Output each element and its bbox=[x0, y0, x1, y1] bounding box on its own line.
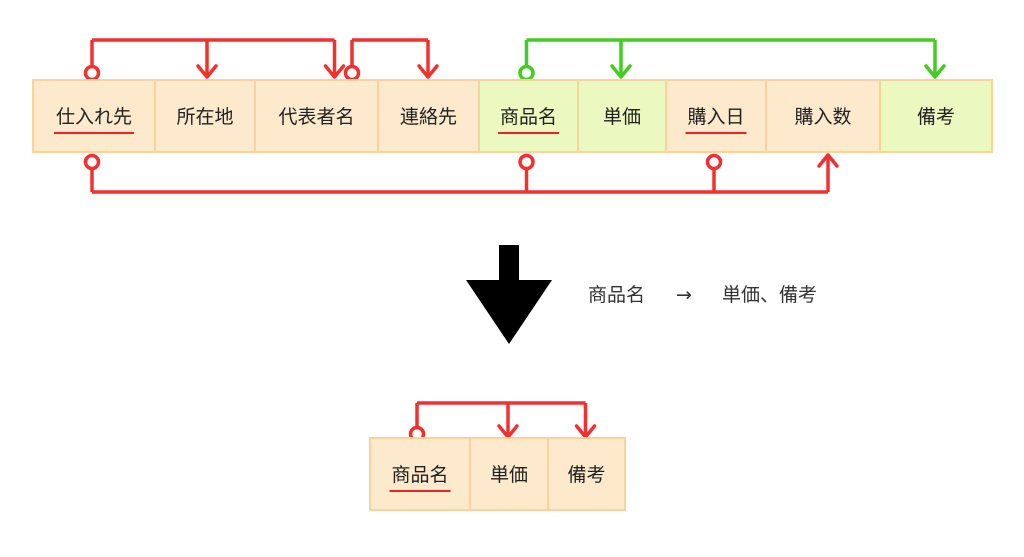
source-table-cell-label: 代表者名 bbox=[278, 106, 354, 128]
determinant-circle-icon bbox=[343, 64, 361, 82]
source-table-cell-label: 購入日 bbox=[687, 106, 744, 128]
arrow-head-down-icon bbox=[924, 64, 946, 79]
result-table-cell-label: 商品名 bbox=[391, 464, 448, 486]
source-table-cell bbox=[577, 79, 667, 153]
source-table-cell-label: 単価 bbox=[603, 106, 641, 128]
arrow-head-down-icon bbox=[417, 64, 439, 79]
source-table-cell bbox=[32, 79, 156, 153]
determinant-circle-icon bbox=[83, 153, 101, 171]
source-table-cell-label: 商品名 bbox=[500, 106, 557, 128]
bottom-dependency-lines bbox=[83, 153, 839, 194]
determinant-circle-icon bbox=[518, 153, 535, 171]
result-table-cell bbox=[469, 437, 549, 511]
source-table: 仕入れ先 所在地 代表者名 連絡先 商品名 単価 購入日 購入数 備考 bbox=[32, 79, 993, 153]
source-table-cell-label: 備考 bbox=[917, 106, 955, 128]
result-table-cell bbox=[369, 437, 471, 511]
top-dependency-lines bbox=[83, 38, 946, 82]
decomposition-arrow bbox=[466, 245, 552, 344]
result-table: 商品名 単価 備考 bbox=[369, 437, 626, 511]
source-table-cell-label: 所在地 bbox=[176, 106, 233, 128]
source-table-cell bbox=[765, 79, 881, 153]
arrow-head-down-icon bbox=[610, 64, 632, 79]
result-table-cell-label: 備考 bbox=[567, 464, 605, 486]
big-down-arrow-icon bbox=[466, 245, 552, 344]
determinant-circle-icon bbox=[705, 153, 723, 171]
source-table-cell bbox=[254, 79, 379, 153]
note-arrow: → bbox=[676, 284, 692, 306]
result-dependency-lines bbox=[408, 401, 597, 443]
arrow-head-down-icon bbox=[196, 64, 218, 79]
note-determinant: 商品名 bbox=[588, 284, 645, 306]
determinant-circle-icon bbox=[518, 64, 535, 82]
result-table-cell bbox=[547, 437, 626, 511]
source-table-cell bbox=[879, 79, 993, 153]
arrow-head-up-icon bbox=[817, 153, 839, 168]
dependency-note: 商品名 → 単価、備考 bbox=[588, 284, 817, 306]
note-dependents: 単価、備考 bbox=[722, 284, 817, 306]
determinant-circle-icon bbox=[83, 64, 101, 82]
source-table-cell-label: 仕入れ先 bbox=[56, 106, 132, 128]
arrow-head-down-icon bbox=[323, 64, 346, 79]
result-table-cell-label: 単価 bbox=[490, 464, 528, 486]
source-table-cell-label: 購入数 bbox=[794, 106, 851, 128]
source-table-cell-label: 連絡先 bbox=[400, 106, 457, 128]
